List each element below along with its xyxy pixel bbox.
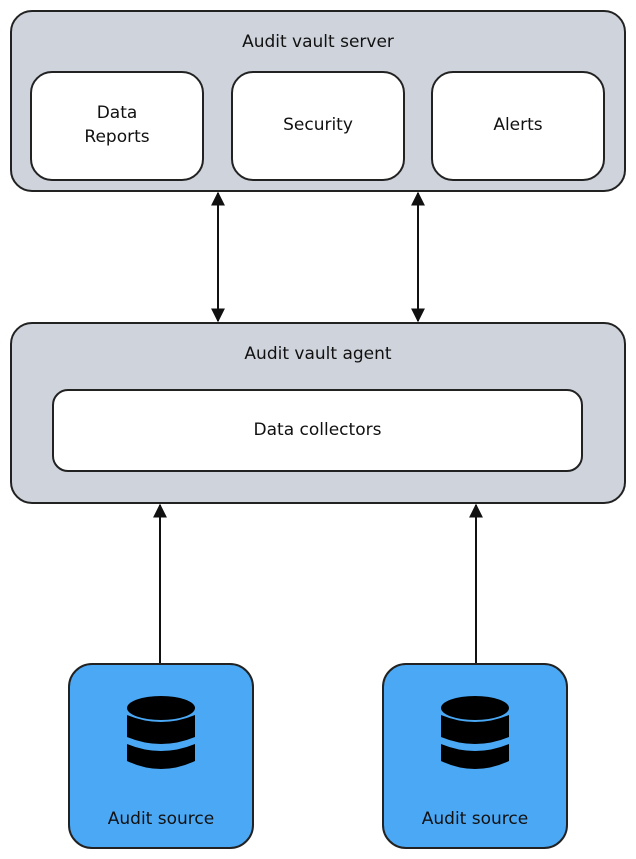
security-box: Security <box>231 71 405 181</box>
audit-source-1: Audit source <box>68 663 254 849</box>
data-collectors-box: Data collectors <box>52 389 583 472</box>
database-icon <box>441 696 509 769</box>
audit-source-2: Audit source <box>382 663 568 849</box>
audit-source-1-label: Audit source <box>107 809 215 829</box>
database-icon <box>127 696 195 769</box>
audit-source-2-label: Audit source <box>421 809 529 829</box>
security-label: Security <box>283 115 353 136</box>
alerts-label: Alerts <box>493 115 543 136</box>
audit-vault-server-title: Audit vault server <box>242 32 394 52</box>
audit-vault-agent-title: Audit vault agent <box>244 344 392 364</box>
data-collectors-label: Data collectors <box>253 419 382 440</box>
data-reports-label-line2: Reports <box>84 127 150 147</box>
data-reports-label-line1: Data <box>96 103 138 124</box>
alerts-box: Alerts <box>431 71 605 181</box>
data-reports-box: Data Reports <box>30 71 204 181</box>
